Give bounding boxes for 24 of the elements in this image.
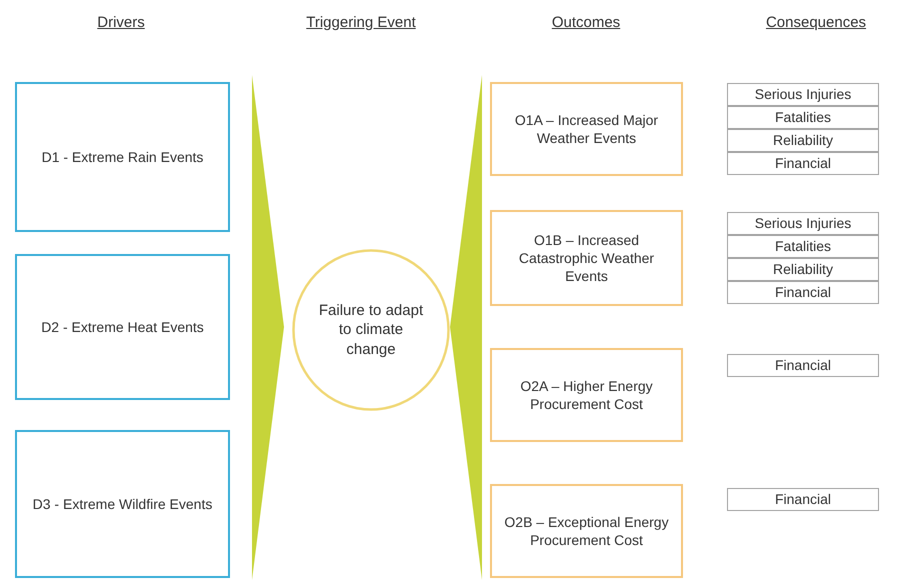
driver-box: D1 - Extreme Rain Events [15,82,230,232]
outcome-box: O2A – Higher Energy Procurement Cost [490,348,683,442]
event-text: Failure to adapt to climate change [318,300,424,360]
consequence-cell: Financial [727,281,879,304]
consequence-cell: Serious Injuries [727,212,879,235]
consequence-cell: Serious Injuries [727,83,879,106]
consequence-cell: Fatalities [727,235,879,258]
consequence-cell: Fatalities [727,106,879,129]
column-heading: Triggering Event [306,13,416,33]
consequence-cell: Reliability [727,258,879,281]
driver-box: D3 - Extreme Wildfire Events [15,430,230,578]
chevron-triangle [450,75,482,580]
consequence-cell: Financial [727,488,879,511]
consequence-cell: Financial [727,152,879,175]
consequence-cell: Financial [727,354,879,377]
column-heading: Consequences [766,13,866,33]
outcome-box: O2B – Exceptional Energy Procurement Cost [490,484,683,578]
consequence-cell: Reliability [727,129,879,152]
column-heading: Drivers [97,13,145,33]
column-heading: Outcomes [552,13,620,33]
outcome-box: O1A – Increased Major Weather Events [490,82,683,176]
outcome-box: O1B – Increased Catastrophic Weather Events [490,210,683,306]
driver-box: D2 - Extreme Heat Events [15,254,230,400]
chevron-triangle [252,75,284,580]
